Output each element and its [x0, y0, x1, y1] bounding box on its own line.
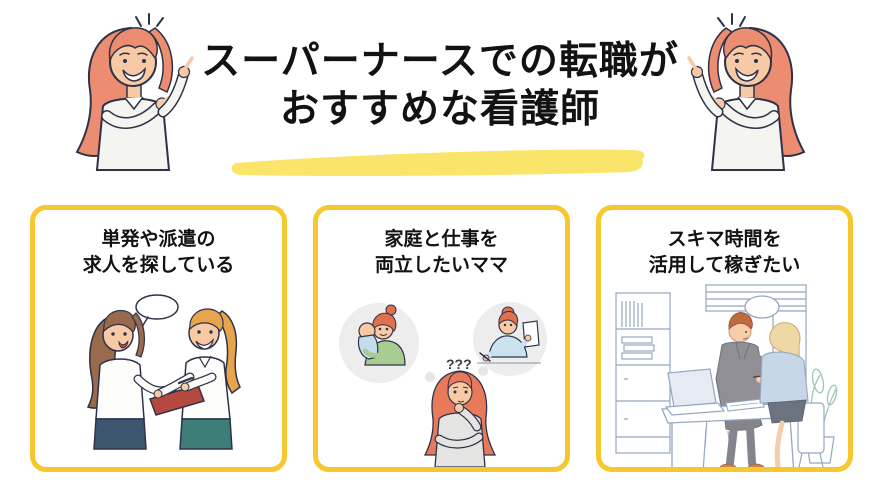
pen-icon [478, 352, 491, 362]
speech-bubble-icon [134, 294, 179, 320]
card-title-line1: スキマ時間を [667, 229, 782, 250]
card-title-line2: 求人を探している [82, 255, 235, 276]
card-title: 単発や派遣の 求人を探している [83, 227, 234, 279]
speech-bubble-icon [743, 295, 780, 319]
page-title: スーパーナースでの転職が おすすめな看護師 [120, 38, 760, 134]
pointing-woman-left-icon [75, 13, 194, 171]
two-women-clipboard-illustration [86, 294, 241, 450]
title-highlight-stroke [231, 149, 645, 176]
question-marks: ??? [446, 356, 472, 372]
pointing-woman-right-icon [687, 13, 806, 171]
cards-row: 単発や派遣の 求人を探している [30, 205, 853, 472]
office-meeting-illustration [614, 284, 837, 467]
pen-icon [177, 376, 193, 385]
card-sukima-jikan: スキマ時間を 活用して稼ぎたい [596, 205, 853, 472]
card-title-line2: 両立したいママ [374, 255, 508, 276]
card-tanpatsu-haken: 単発や派遣の 求人を探している [30, 205, 287, 472]
card-title: 家庭と仕事を 両立したいママ [375, 227, 508, 279]
card-title-line2: 活用して稼ぎたい [648, 255, 801, 276]
page-title-line2: おすすめな看護師 [279, 88, 600, 131]
bookshelf-icon [614, 292, 671, 454]
chair [796, 402, 825, 467]
laptop-icon [664, 368, 725, 416]
header: スーパーナースでの転職が おすすめな看護師 [0, 0, 880, 200]
card-title-line1: 単発や派遣の [101, 229, 216, 250]
woman-blue-jacket [758, 322, 809, 467]
page-title-line1: スーパーナースでの転職が [201, 40, 679, 83]
card-mama-ryouritsu: 家庭と仕事を 両立したいママ [313, 205, 570, 472]
card-title: スキマ時間を 活用して稼ぎたい [649, 227, 800, 279]
ponytail [214, 310, 241, 395]
thinking-mom-illustration: ??? [338, 302, 547, 467]
card-title-line1: 家庭と仕事を [384, 229, 499, 250]
documents [724, 398, 765, 412]
